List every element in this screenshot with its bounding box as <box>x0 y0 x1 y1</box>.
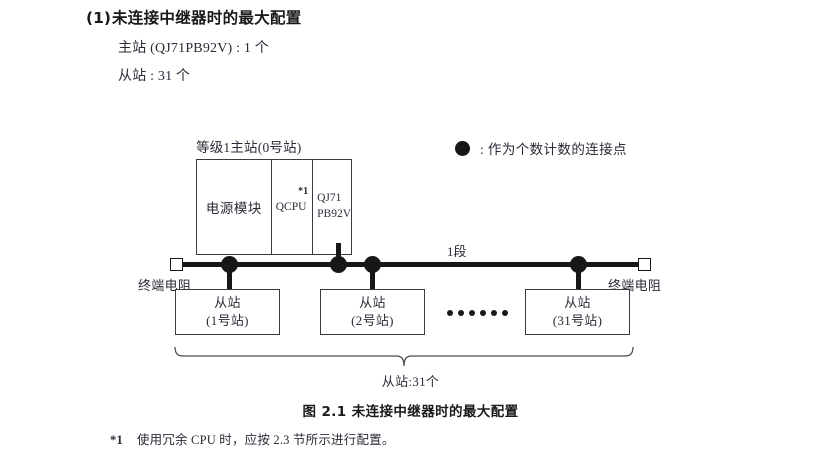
slave-station-box-2: 从站 (2号站) <box>320 289 425 335</box>
master-station-box: 电源模块 QCPU *1 QJ71 PB92V <box>196 159 352 255</box>
drop-line-slave-31 <box>576 264 581 290</box>
slave-station-box-1: 从站 (1号站) <box>175 289 280 335</box>
drop-line-slave-2 <box>370 264 375 290</box>
slave-station-2-name: 从站 <box>359 295 386 311</box>
terminator-square-right-icon <box>638 258 651 271</box>
bus-trunk-line <box>177 262 645 267</box>
spec-slave-station: 从站 : 31 个 <box>118 69 191 84</box>
footnote: *1 使用冗余 CPU 时，应按 2.3 节所示进行配置。 <box>110 429 395 448</box>
footnote-marker: *1 <box>110 433 123 447</box>
footnote-text: 使用冗余 CPU 时，应按 2.3 节所示进行配置。 <box>136 433 395 447</box>
terminator-square-left-icon <box>170 258 183 271</box>
figure-caption: 图 2.1 未连接中继器时的最大配置 <box>302 404 519 420</box>
master-cell-qcpu: QCPU *1 <box>272 160 314 254</box>
legend-label: : 作为个数计数的连接点 <box>480 142 627 157</box>
drop-line-master <box>336 243 341 265</box>
drop-line-slave-1 <box>227 264 232 290</box>
slave-station-1-number: (1号站) <box>206 313 249 328</box>
slave-station-box-31: 从站 (31号站) <box>525 289 630 335</box>
master-cell-qj71pb92v: QJ71 PB92V <box>313 160 351 254</box>
bus-segment-label: 1段 <box>447 244 467 259</box>
legend: : 作为个数计数的连接点 <box>455 138 627 158</box>
heading-title: 未连接中继器时的最大配置 <box>112 9 302 27</box>
slave-station-31-name: 从站 <box>564 295 591 311</box>
slave-range-brace <box>174 346 634 367</box>
slave-stations-ellipsis-icon <box>447 310 508 316</box>
master-station-caption: 等级1主站(0号站) <box>196 140 302 155</box>
bus-connection-point-2 <box>330 256 347 273</box>
master-cell-qcpu-label: QCPU <box>275 201 307 213</box>
heading-number: (1) <box>86 9 111 27</box>
slave-count-label: 从站:31个 <box>381 374 440 389</box>
filled-circle-icon <box>455 140 470 156</box>
master-cell-qj71pb92v-line1: QJ71 <box>317 192 342 205</box>
master-cell-qcpu-footnote-marker: *1 <box>298 186 309 197</box>
spec-master-station: 主站 (QJ71PB92V) : 1 个 <box>118 41 270 56</box>
slave-station-31-number: (31号站) <box>552 313 603 328</box>
slave-station-2-number: (2号站) <box>351 313 394 328</box>
master-cell-power-module: 电源模块 <box>197 160 272 254</box>
slave-station-1-name: 从站 <box>214 295 241 311</box>
master-cell-qj71pb92v-line2: PB92V <box>317 208 351 220</box>
